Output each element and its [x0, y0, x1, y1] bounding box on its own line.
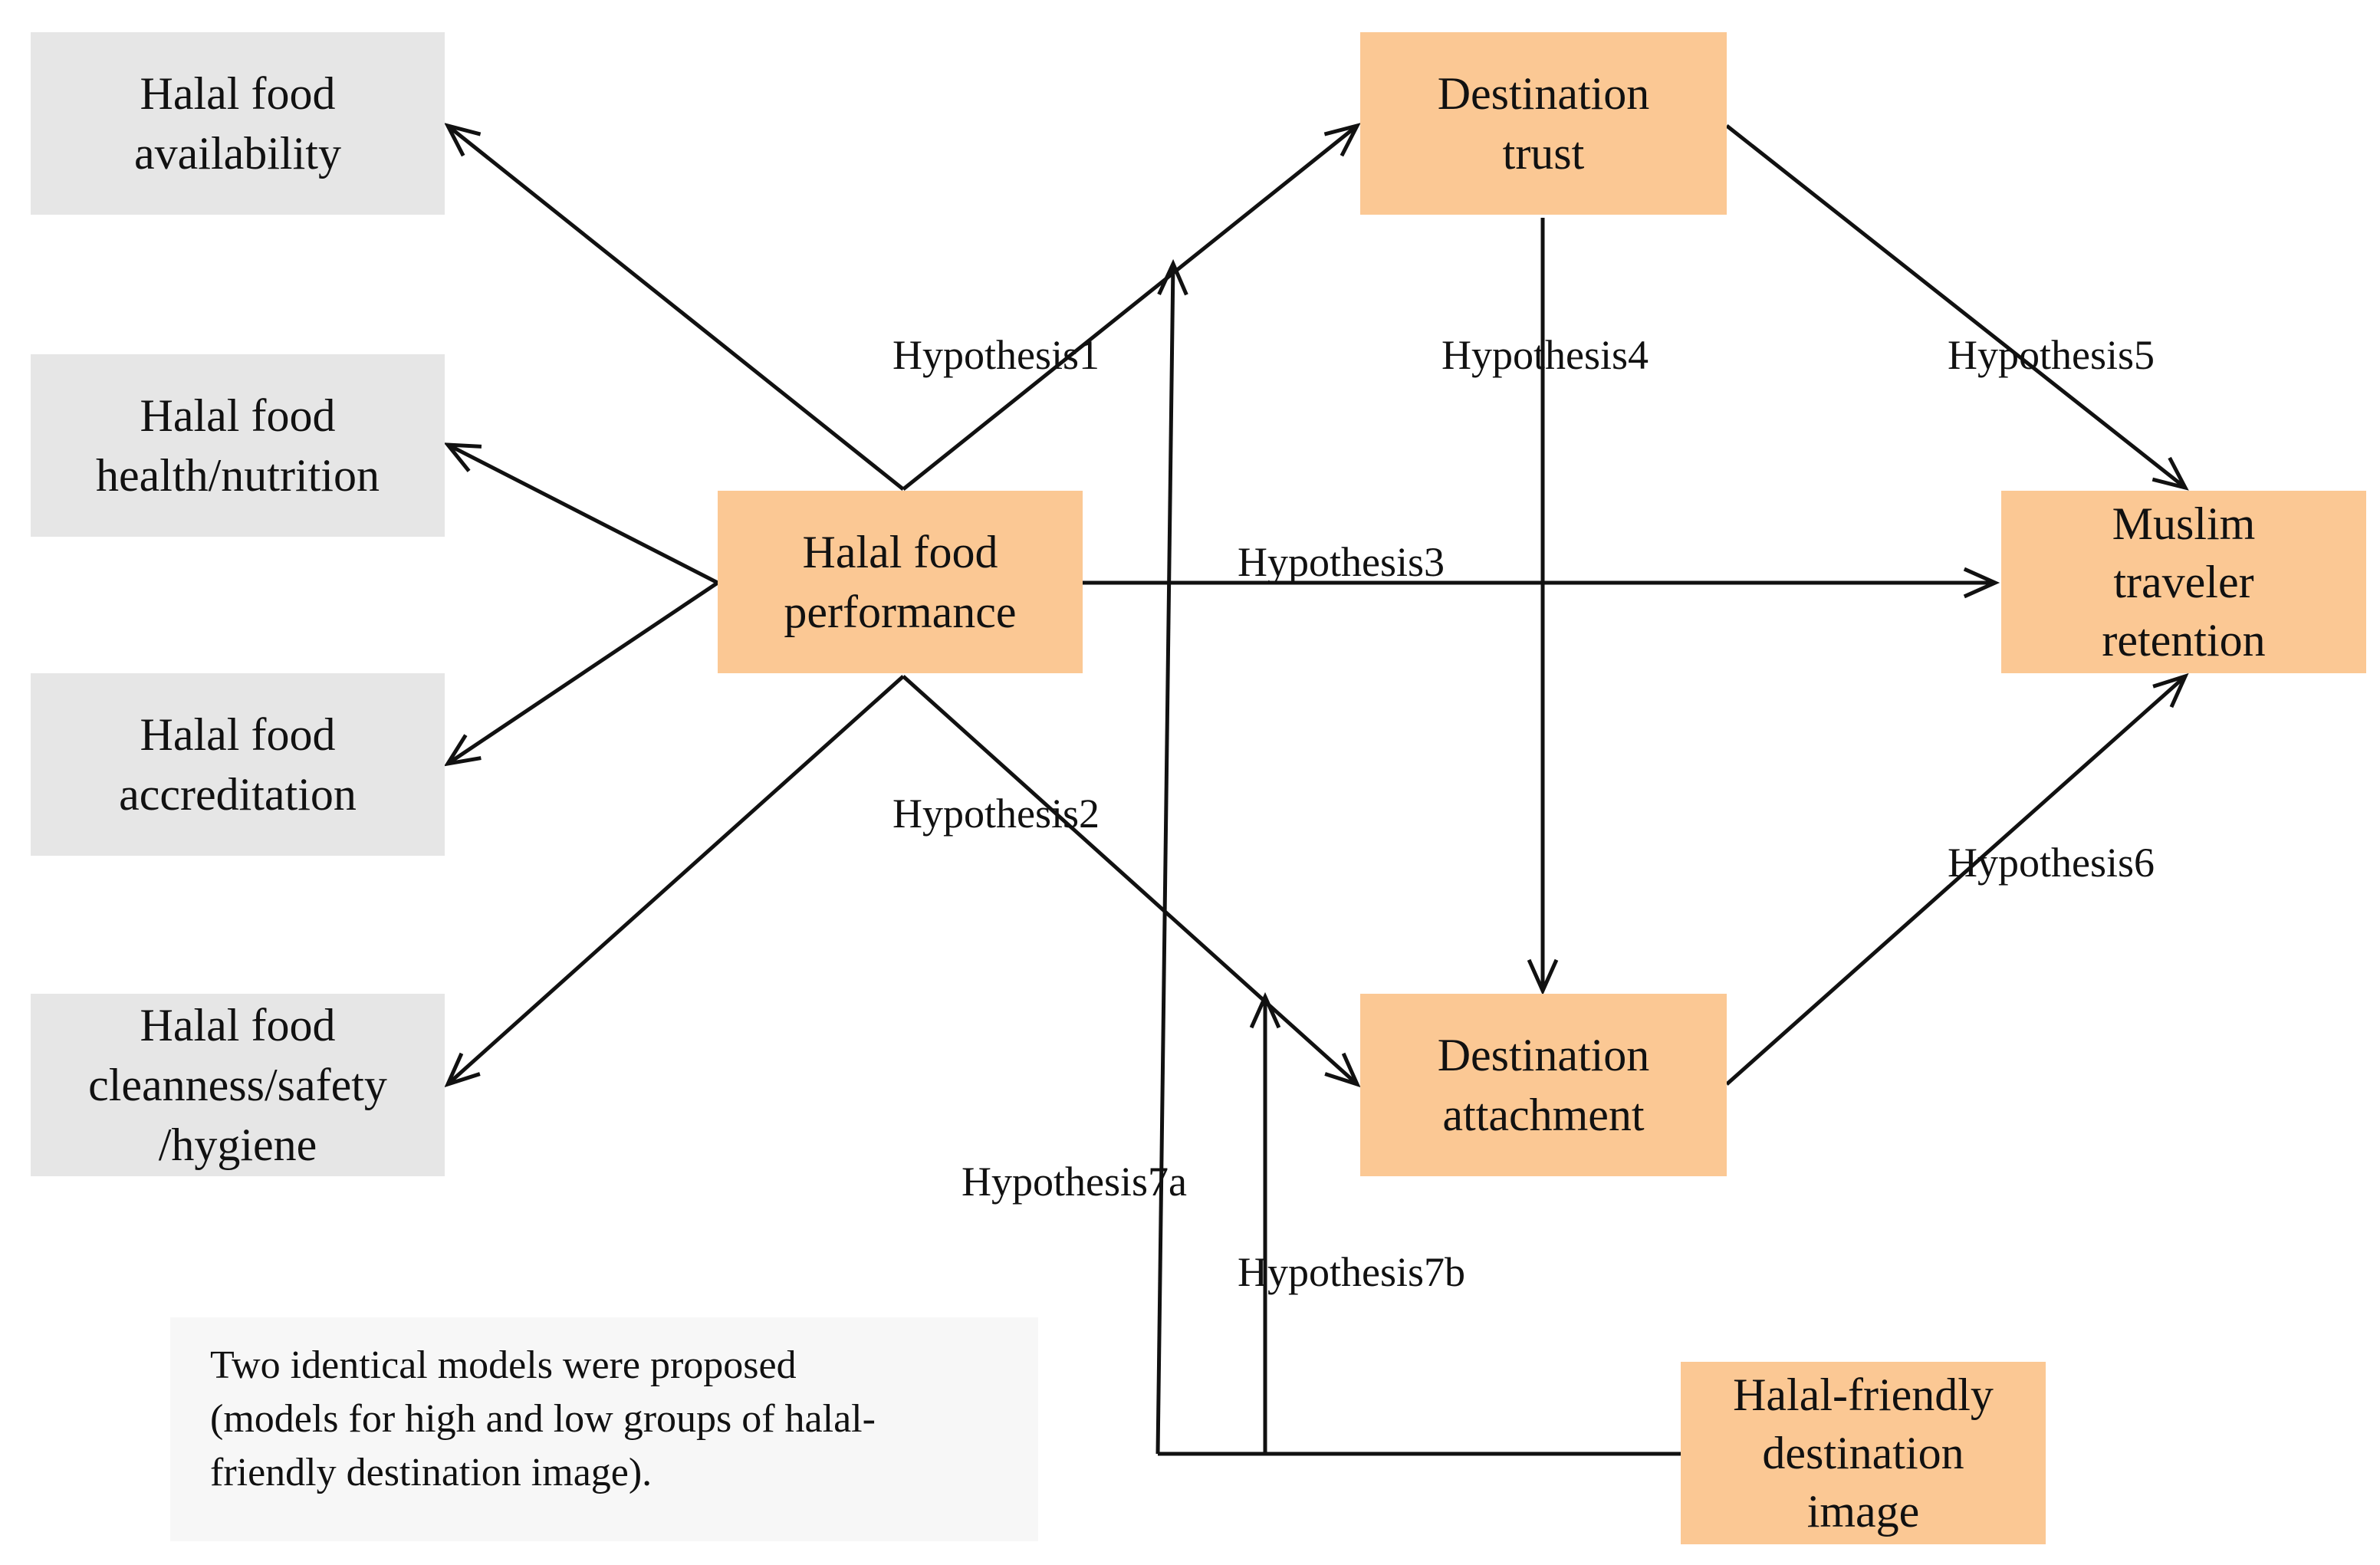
node-label-line: retention [2102, 615, 2266, 666]
node-halal-food-performance: Halal food performance [718, 491, 1083, 673]
edge-hypothesis2-arrowhead [1324, 1052, 1361, 1088]
edge-hypothesis4-arrowhead [1527, 958, 1559, 996]
node-label-line: accreditation [119, 769, 357, 820]
edge-performance-to-health [446, 442, 719, 585]
node-label-line: Halal food [802, 527, 998, 577]
note-line: (models for high and low groups of halal… [210, 1397, 876, 1441]
node-label-line: Halal food [140, 1000, 336, 1050]
node-halal-friendly-destination-image: Halal-friendly destination image [1681, 1362, 2046, 1544]
node-halal-food-accreditation: Halal food accreditation [31, 673, 445, 856]
node-halal-food-availability: Halal food availability [31, 32, 445, 215]
edge-hypothesis5-arrowhead [2152, 456, 2189, 491]
node-label-line: Halal-friendly [1733, 1369, 1994, 1420]
node-destination-attachment: Destination attachment [1360, 994, 1727, 1176]
label-hypothesis5: Hypothesis5 [1948, 332, 2155, 378]
note-line: Two identical models were proposed [210, 1343, 797, 1387]
edge-performance-to-availability [446, 124, 905, 491]
edge-performance-to-health-arrowhead [443, 442, 482, 472]
note-box: Two identical models were proposed (mode… [170, 1317, 1038, 1541]
edge-hypothesis7a-arrowhead [1157, 258, 1188, 296]
node-halal-food-cleanness: Halal food cleanness/safety/hygiene [31, 994, 445, 1176]
node-label-line: cleanness/safety [88, 1060, 387, 1110]
node-label-line: trust [1502, 128, 1585, 179]
node-label-line: Halal food [140, 709, 336, 760]
label-hypothesis2: Hypothesis2 [893, 791, 1100, 837]
node-muslim-traveler-retention: Muslim traveler retention [2001, 491, 2366, 673]
label-hypothesis4: Hypothesis4 [1441, 332, 1649, 378]
label-hypothesis6: Hypothesis6 [1948, 840, 2155, 886]
label-hypothesis7a: Hypothesis7a [962, 1159, 1187, 1205]
node-label-line: attachment [1442, 1090, 1645, 1140]
edge-performance-to-availability-arrowhead [444, 123, 482, 157]
node-label-line: Destination [1437, 68, 1650, 119]
node-label-line: image [1806, 1486, 1920, 1537]
node-destination-trust: Destination trust [1360, 32, 1727, 215]
edge-performance-to-accreditation-arrowhead [443, 734, 482, 767]
edge-performance-to-cleanness [446, 675, 905, 1086]
edge-performance-to-accreditation [446, 580, 719, 766]
edge-hypothesis1 [902, 124, 1359, 491]
node-label-line: /hygiene [158, 1120, 317, 1170]
edge-hypothesis7b-arrowhead [1249, 991, 1281, 1029]
node-label-line: availability [134, 128, 341, 179]
edge-hypothesis6 [1725, 675, 2187, 1086]
label-hypothesis1: Hypothesis1 [893, 332, 1100, 378]
node-label-line: performance [784, 587, 1017, 637]
node-label-line: destination [1762, 1428, 1964, 1478]
edge-hypothesis3-arrowhead [1963, 567, 2000, 599]
node-label-line: Destination [1437, 1030, 1650, 1080]
node-halal-food-health-nutrition: Halal food health/nutrition [31, 354, 445, 537]
label-hypothesis7b: Hypothesis7b [1238, 1249, 1465, 1295]
note-line: friendly destination image). [210, 1451, 653, 1494]
label-hypothesis3: Hypothesis3 [1238, 539, 1445, 585]
node-label-line: Muslim [2112, 498, 2256, 549]
node-label-line: health/nutrition [96, 450, 380, 501]
edge-hypothesis1-arrowhead [1323, 123, 1361, 157]
node-label-line: Halal food [140, 390, 336, 441]
edge-hypothesis2 [902, 675, 1359, 1086]
node-label-line: traveler [2113, 557, 2254, 607]
node-label-line: Halal food [140, 68, 336, 119]
edge-performance-to-cleanness-arrowhead [444, 1052, 481, 1088]
edge-hypothesis6-arrowhead [2152, 672, 2189, 709]
edge-hypothesis7a [1155, 263, 1175, 1455]
edge-hypothesis5 [1725, 124, 2187, 489]
